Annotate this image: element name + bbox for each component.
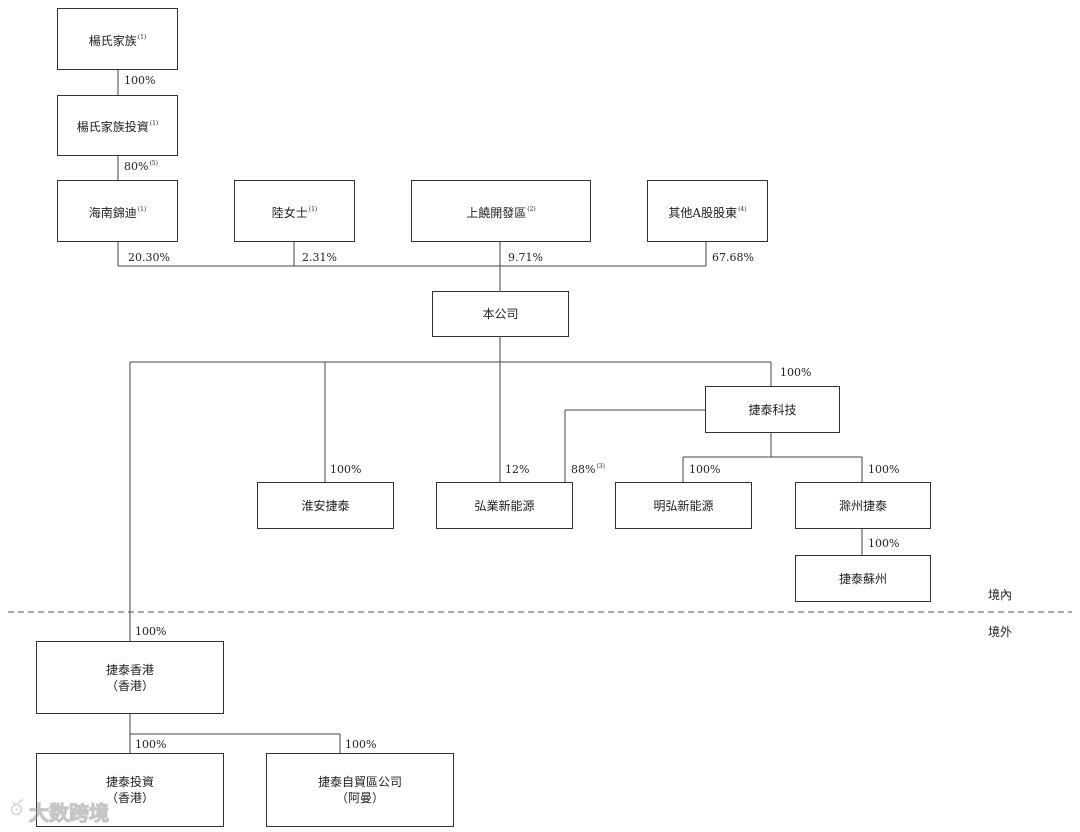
node-jietai-tech: 捷泰科技 bbox=[705, 386, 840, 433]
node-label: 楊氏家族投資 bbox=[76, 120, 149, 134]
footnote-ref: (1) bbox=[149, 120, 159, 127]
node-hainan-jindi: 海南錦迪(1) bbox=[57, 180, 178, 242]
footnote-ref: (1) bbox=[137, 33, 147, 41]
pct-other-to-company: 67.68% bbox=[712, 251, 754, 264]
footnote-ref: (3) bbox=[596, 463, 605, 470]
node-label: 淮安捷泰 bbox=[301, 498, 350, 513]
node-yang-family: 楊氏家族(1) bbox=[57, 8, 178, 70]
pct-value: 80% bbox=[124, 160, 149, 173]
node-label: 海南錦迪 bbox=[88, 205, 137, 220]
node-huaian-jietai: 淮安捷泰 bbox=[257, 482, 394, 529]
node-yang-family-investment: 楊氏家族投資(1) bbox=[57, 95, 178, 156]
node-label: 陸女士 bbox=[271, 205, 308, 220]
node-jietai-investment-hk: 捷泰投資 （香港） bbox=[36, 753, 224, 827]
pct-lu-to-company: 2.31% bbox=[302, 251, 337, 264]
pct-value: 88% bbox=[571, 463, 596, 476]
node-label: 楊氏家族 bbox=[88, 33, 137, 48]
pct-tech-to-hongye: 88%(3) bbox=[571, 463, 605, 476]
footnote-ref: (4) bbox=[738, 205, 747, 213]
node-label: 本公司 bbox=[482, 307, 519, 321]
pct-hk-to-investment: 100% bbox=[135, 738, 167, 751]
node-hongye-new-energy: 弘業新能源 bbox=[436, 482, 573, 529]
watermark: ఠ 大数跨境 bbox=[10, 796, 110, 826]
pct-hk-to-ftz: 100% bbox=[345, 738, 377, 751]
node-label: 弘業新能源 bbox=[474, 498, 535, 513]
watermark-logo-icon: ఠ bbox=[10, 796, 24, 821]
footnote-ref: (5) bbox=[149, 160, 158, 167]
node-label: 明弘新能源 bbox=[653, 498, 714, 513]
node-label: 捷泰科技 bbox=[748, 402, 797, 417]
node-jietai-ftz-company: 捷泰自貿區公司 （阿曼） bbox=[266, 753, 454, 827]
pct-company-to-huaian: 100% bbox=[330, 463, 362, 476]
pct-family-to-investment: 100% bbox=[124, 74, 156, 87]
node-label: 上饒開發區 bbox=[466, 205, 527, 220]
node-shangrao-dev-zone: 上饒開發區(2) bbox=[411, 180, 591, 242]
footnote-ref: (2) bbox=[527, 205, 536, 213]
region-domestic-label: 境內 bbox=[988, 588, 1013, 602]
watermark-text: 大数跨境 bbox=[29, 800, 110, 825]
node-sublabel: （香港） bbox=[105, 791, 154, 805]
node-ms-lu: 陸女士(1) bbox=[234, 180, 355, 242]
pct-hainan-to-company: 20.30% bbox=[128, 251, 170, 264]
node-chuzhou-jietai: 滁州捷泰 bbox=[795, 482, 931, 529]
node-label: 捷泰蘇州 bbox=[838, 571, 887, 586]
pct-chuzhou-to-suzhou: 100% bbox=[868, 537, 900, 550]
pct-company-to-hongye: 12% bbox=[505, 463, 530, 476]
pct-tech-to-chuzhou: 100% bbox=[868, 463, 900, 476]
node-label: 捷泰香港 bbox=[105, 662, 154, 677]
pct-company-to-tech: 100% bbox=[780, 366, 812, 379]
node-sublabel: （阿曼） bbox=[335, 791, 384, 805]
node-label: 其他A股股東 bbox=[668, 205, 738, 220]
node-label: 捷泰投資 bbox=[105, 775, 154, 789]
node-sublabel: （香港） bbox=[105, 678, 154, 693]
node-minghong-new-energy: 明弘新能源 bbox=[615, 482, 752, 529]
pct-tech-to-minghong: 100% bbox=[689, 463, 721, 476]
node-label: 滁州捷泰 bbox=[838, 498, 887, 513]
node-company: 本公司 bbox=[432, 291, 569, 337]
node-jietai-suzhou: 捷泰蘇州 bbox=[795, 555, 931, 602]
node-jietai-hong-kong: 捷泰香港 （香港） bbox=[36, 641, 224, 714]
node-label: 捷泰自貿區公司 bbox=[317, 775, 402, 789]
node-other-a-shareholders: 其他A股股東(4) bbox=[647, 180, 768, 242]
region-overseas-label: 境外 bbox=[988, 625, 1013, 639]
pct-investment-to-hainan: 80%(5) bbox=[124, 160, 158, 173]
footnote-ref: (1) bbox=[308, 205, 318, 213]
footnote-ref: (1) bbox=[137, 205, 147, 213]
pct-company-to-hk: 100% bbox=[135, 625, 167, 638]
pct-shangrao-to-company: 9.71% bbox=[508, 251, 543, 264]
